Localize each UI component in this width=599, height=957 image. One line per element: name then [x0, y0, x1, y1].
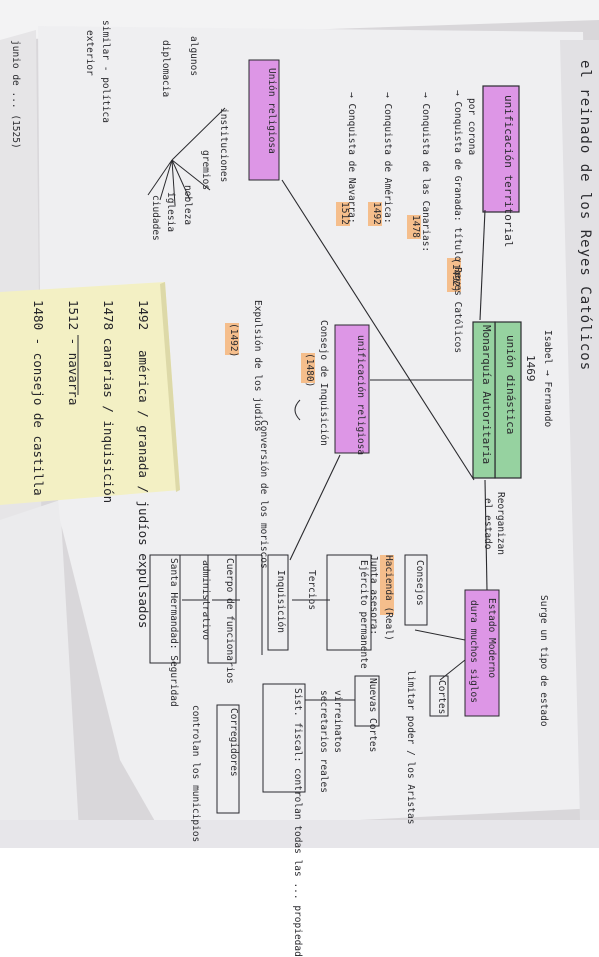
exterior: exterior: [84, 30, 95, 76]
box-consejos: [404, 554, 428, 626]
box-unif-religiosa: [334, 324, 370, 454]
sticky-line4: 1480 - consejo de castilla: [31, 300, 46, 496]
por-corona: por corona: [466, 98, 477, 156]
diplomacia: diplomacia: [160, 40, 171, 98]
ejercito-label: Ejército permanente: [358, 560, 369, 669]
connector-2: [281, 179, 475, 481]
photo-backdrop: [0, 0, 599, 848]
paper-right-shadow: [560, 40, 599, 820]
sticky-line1-year: 1492: [136, 300, 151, 331]
inquisicion-label: Inquisición: [275, 570, 286, 633]
santa-hermandad-label: Santa Hermandad: Seguridad: [168, 558, 179, 707]
consejos-label: Consejos: [414, 560, 425, 606]
gremios: gremios: [200, 150, 211, 191]
year-1512: 1512: [339, 202, 350, 225]
sticky-line1-text: américa / granada / judíos expulsados: [136, 350, 151, 629]
branch-4: [171, 159, 176, 206]
corregidores-label: Corregidores: [228, 708, 239, 777]
sist-fiscal: Sist. fiscal: controlan todas las ... pr…: [292, 688, 303, 957]
limitar-poder: limitar poder / los Aristas: [405, 670, 416, 825]
bracket-expulsion: [294, 399, 301, 421]
box-unif-territorial: [482, 85, 520, 213]
consejo-inquisicion: Consejo de Inquisición: [318, 320, 329, 446]
box-union-religiosa: [248, 59, 280, 181]
union-religiosa-label: Unión religiosa: [266, 68, 277, 154]
nobleza: nobleza: [182, 185, 193, 226]
sticky-note: [0, 282, 180, 505]
union-dinastica-label: unión dinástica: [504, 335, 517, 435]
connector-1: [479, 209, 486, 321]
hl-1480: [301, 353, 315, 383]
box-union-dinastica: [494, 321, 522, 479]
hl-1478: [407, 215, 421, 239]
iglesia: iglesia: [165, 192, 176, 233]
isabel-fernando: Isabel → Fernando: [542, 330, 553, 428]
hl-1492-expulsion: [225, 323, 239, 355]
junta-asesora: Junta asesora:: [368, 555, 379, 636]
unif-territorial-label: unificación territorial: [502, 95, 515, 248]
year-1480: (1480): [304, 353, 315, 388]
box-inquisicion: [267, 554, 289, 651]
conquista-granada: → Conquista de Granada: título Reyes Cat…: [452, 90, 463, 354]
sticky-line3: 1512 - navarra: [66, 300, 81, 406]
box-sist-fiscal: [262, 683, 306, 793]
conquista-america: → Conquista de América:: [382, 92, 393, 224]
algunos: algunos: [188, 36, 199, 77]
el-estado: el estado: [482, 498, 493, 550]
sticky-note-shadow: [160, 282, 180, 492]
side-years: junio de ... (1525): [10, 40, 21, 149]
hl-1492-granada: [447, 258, 461, 292]
cortes-label: Cortes: [436, 680, 447, 715]
estado-moderno-label: Estado Moderno: [486, 598, 497, 679]
similar-politica: similar - política: [100, 20, 111, 123]
expulsion-judios: Expulsión de los judíos: [252, 300, 263, 432]
conquista-canarias: → Conquista de las Canarias:: [420, 92, 431, 253]
main-paper-sheet: [38, 26, 598, 830]
bottom-strip: [0, 820, 599, 848]
corregidores-sub: controlan los municipios: [190, 705, 201, 843]
connector-6: [414, 629, 466, 641]
branch-1: [171, 107, 226, 161]
year-1492-granada: (1492): [450, 258, 461, 293]
conversion-moriscos: Conversión de los moriscos: [258, 420, 269, 569]
connector-7: [439, 659, 466, 681]
branch-6: [147, 159, 173, 196]
bottom-left-paper: [0, 500, 80, 848]
year-1469: 1469: [524, 355, 537, 382]
branch-3: [171, 159, 191, 201]
hacienda-label: Hacienda (Real): [383, 555, 394, 641]
virreinatos: virreinatos: [332, 690, 343, 753]
hl-hacienda: [380, 555, 394, 615]
cuerpo-funcionarios-label: Cuerpo de funcionarios: [224, 558, 235, 684]
branch-5: [159, 159, 173, 201]
monarquia-autoritaria-label: Monarquía Autoritaria: [480, 325, 493, 465]
instituciones: instituciones: [218, 108, 229, 183]
box-estado-moderno: [464, 589, 500, 717]
year-1492-america: 1492: [371, 202, 382, 225]
ciudades: ciudades: [150, 195, 161, 241]
sticky-line2: 1478 canarias / inquisición: [101, 300, 116, 504]
hl-1512: [336, 202, 350, 226]
page-title: el reinado de los Reyes Católicos: [577, 60, 593, 372]
box-corregidores: [216, 704, 240, 814]
hl-1492-america: [368, 202, 382, 226]
unif-religiosa-label: unificación religiosa: [355, 335, 366, 456]
connector-5: [289, 454, 341, 561]
box-monarquia: [472, 321, 496, 479]
tercios-label: Tercios: [306, 570, 317, 611]
box-ejercito: [326, 554, 372, 651]
secretarios: secretarios reales: [318, 690, 329, 793]
administrativo: administrativo: [200, 560, 211, 641]
reorganizan: Reorganizan: [495, 492, 506, 555]
year-1478: 1478: [410, 215, 421, 238]
connector-4: [484, 479, 488, 591]
nuevas-cortes-label: Nuevas Cortes: [367, 678, 378, 753]
estado-moderno-sub: dura muchos siglos: [468, 600, 479, 703]
modern-state-lead: Surge un tipo de estado: [538, 595, 549, 727]
box-nuevas-cortes: [354, 675, 380, 727]
box-cortes: [429, 675, 449, 717]
branch-2: [171, 159, 211, 191]
year-1492-expulsion: (1492): [228, 323, 239, 358]
